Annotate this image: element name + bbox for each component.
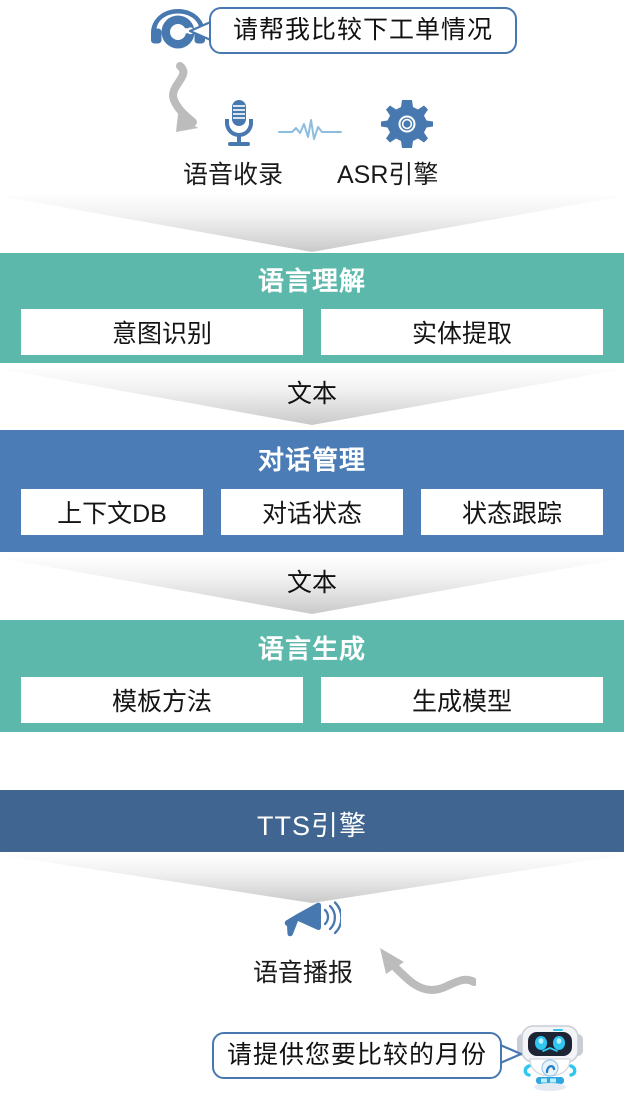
megaphone-speaker-icon: [284, 901, 341, 937]
user-speech-bubble: 请帮我比较下工单情况: [209, 7, 517, 54]
flow-label-text-1: 文本: [286, 380, 337, 408]
nlu-box-entity[interactable]: 实体提取: [321, 309, 603, 355]
robot-avatar-icon: [517, 1025, 583, 1091]
voice-capture-label: 语音收录: [183, 161, 284, 189]
bot-speech-bubble: 请提供您要比较的月份: [212, 1032, 502, 1079]
user-message-text: 请帮我比较下工单情况: [232, 16, 493, 44]
stage-nlu-boxes: 意图识别 实体提取: [0, 309, 624, 355]
curved-arrow-up-left-icon: [380, 948, 476, 995]
stage-tts-title: TTS引擎: [257, 811, 367, 841]
flow-arrow-1: [0, 196, 624, 252]
audio-waveform-icon: [278, 119, 342, 140]
stage-nlu: 语言理解 意图识别 实体提取: [0, 253, 624, 363]
microphone-icon: [225, 100, 253, 146]
stage-dm-title: 对话管理: [257, 445, 366, 475]
dm-box-state-tracking[interactable]: 状态跟踪: [421, 489, 603, 535]
nlg-box-template[interactable]: 模板方法: [21, 677, 303, 723]
flow-label-text-2: 文本: [286, 569, 337, 597]
dm-box-dialogue-state[interactable]: 对话状态: [221, 489, 403, 535]
asr-engine-label: ASR引擎: [337, 161, 439, 189]
gear-icon: [381, 100, 433, 148]
stage-nlg-boxes: 模板方法 生成模型: [0, 677, 624, 723]
stage-nlg-title: 语言生成: [257, 634, 366, 664]
bot-message-text: 请提供您要比较的月份: [226, 1041, 487, 1069]
stage-nlu-title: 语言理解: [257, 266, 366, 296]
nlg-box-generative-model[interactable]: 生成模型: [321, 677, 603, 723]
curved-arrow-down-icon: [169, 62, 198, 132]
stage-dm-boxes: 上下文DB 对话状态 状态跟踪: [0, 489, 624, 535]
voice-broadcast-label: 语音播报: [253, 959, 354, 987]
flow-arrow-4: [0, 855, 624, 903]
stage-tts: TTS引擎: [0, 790, 624, 852]
nlu-box-intent[interactable]: 意图识别: [21, 309, 303, 355]
dm-box-context-db[interactable]: 上下文DB: [21, 489, 203, 535]
headset-agent-icon: [151, 9, 205, 49]
stage-nlg: 语言生成 模板方法 生成模型: [0, 620, 624, 732]
stage-dialogue-management: 对话管理 上下文DB 对话状态 状态跟踪: [0, 430, 624, 552]
